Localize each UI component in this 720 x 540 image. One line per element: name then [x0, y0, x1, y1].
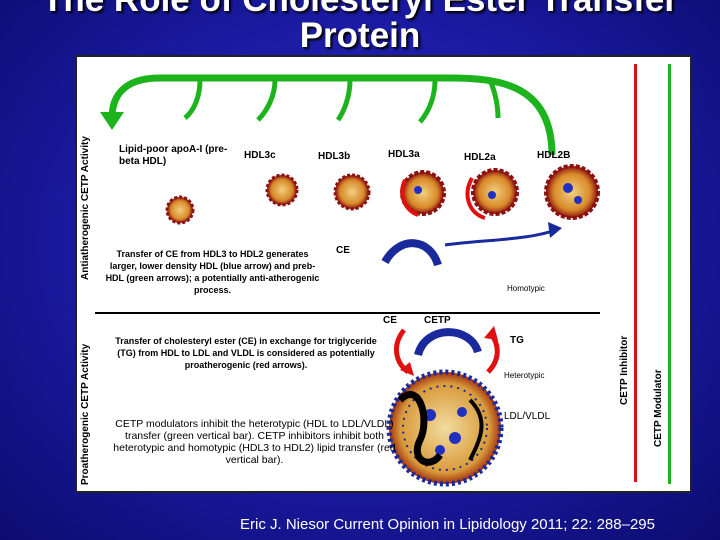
ce-top-label: CE	[336, 245, 350, 256]
hdl2a-label: HDL2a	[464, 152, 496, 163]
hdl3b-particle	[333, 173, 371, 211]
hdl3c-particle	[265, 173, 299, 207]
ldl-vldl-particle	[386, 369, 504, 487]
blue-homotypic-arrow	[381, 222, 562, 267]
ce-mid-label: CE	[383, 315, 397, 326]
hdl3c-label: HDL3c	[244, 150, 276, 161]
cetp-modulator-bar	[668, 64, 671, 484]
green-arrows	[108, 74, 556, 156]
ldl-vldl-label: LDL/VLDL	[504, 411, 551, 422]
hdl3a-label: HDL3a	[388, 149, 420, 160]
lipid-poor-label: Lipid-poor apoA-I (pre-beta HDL)	[119, 144, 228, 167]
heterotypic-arrows	[394, 326, 500, 376]
transfer-hdl-text: Transfer of CE from HDL3 to HDL2 generat…	[105, 249, 320, 295]
hdl2b-particle	[544, 164, 600, 220]
red-particle-arrows	[400, 177, 486, 220]
hdl3a-particle	[400, 170, 446, 216]
hdl3b-label: HDL3b	[318, 151, 351, 162]
hdl2b-label: HDL2B	[537, 150, 571, 161]
tg-label: TG	[510, 335, 524, 346]
citation: Eric J. Niesor Current Opinion in Lipido…	[240, 516, 655, 533]
heterotypic-label: Heterotypic	[504, 371, 545, 380]
modulators-text: CETP modulators inhibit the heterotypic …	[113, 418, 396, 466]
hdl2a-particle	[471, 168, 519, 216]
diagram-panel	[75, 55, 692, 493]
homotypic-label: Homotypic	[507, 284, 545, 293]
green-arrowhead	[100, 112, 124, 130]
cetp-inhibitor-bar	[634, 64, 637, 482]
cetp-label: CETP	[424, 315, 451, 326]
slide-title: The Role of Cholesteryl Ester Transfer P…	[42, 0, 678, 55]
lipid-poor-particle	[165, 195, 195, 225]
hdl-particles	[165, 164, 600, 225]
transfer-ldl-text: Transfer of cholesteryl ester (CE) in ex…	[115, 336, 377, 370]
